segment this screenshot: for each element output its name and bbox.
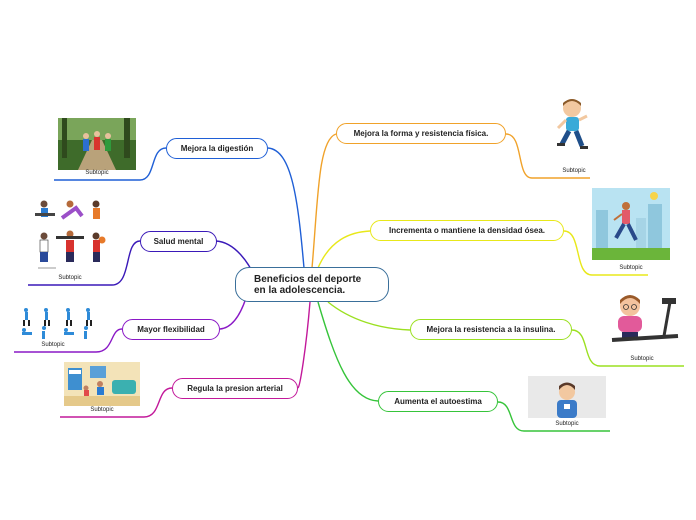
connector-right-1 xyxy=(311,133,337,269)
sub-link-right-2 xyxy=(563,230,648,276)
subtopic-label-right-4[interactable]: Subtopic xyxy=(555,421,579,427)
woman-running-city-illustration xyxy=(592,188,670,260)
connector-right-4 xyxy=(317,301,379,402)
sub-link-right-4 xyxy=(497,401,610,432)
sub-link-right-3 xyxy=(571,329,684,367)
connector-right-3 xyxy=(327,301,411,331)
connector-left-3 xyxy=(219,297,247,330)
subtopic-label-left-3[interactable]: Subtopic xyxy=(41,342,65,348)
subtopic-label-left-4[interactable]: Subtopic xyxy=(90,407,114,413)
central-topic-line1: Beneficios del deporte xyxy=(254,273,362,285)
topic-resistencia-insulina[interactable]: Mejora la resistencia a la insulina. xyxy=(410,319,572,340)
topic-aumenta-el-autoestima[interactable]: Aumenta el autoestima xyxy=(378,391,498,412)
topic-mejora-la-forma[interactable]: Mejora la forma y resistencia física. xyxy=(336,123,506,144)
connector-right-2 xyxy=(317,230,371,269)
subtopic-label-right-1[interactable]: Subtopic xyxy=(562,168,586,174)
girl-treadmill-illustration xyxy=(604,292,686,354)
central-topic[interactable]: Beneficios del deporte en la adolescenci… xyxy=(235,267,389,302)
people-exercising-illustration xyxy=(32,196,110,272)
topic-mayor-flexibilidad[interactable]: Mayor flexibilidad xyxy=(122,319,220,340)
running-boy-illustration xyxy=(554,96,592,156)
subtopic-label-right-2[interactable]: Subtopic xyxy=(619,265,643,271)
subtopic-label-right-3[interactable]: Subtopic xyxy=(630,356,654,362)
central-topic-line2: en la adolescencia. xyxy=(254,284,346,296)
subtopic-label-left-2[interactable]: Subtopic xyxy=(58,275,82,281)
sub-link-left-2 xyxy=(28,240,141,286)
topic-densidad-osea[interactable]: Incrementa o mantiene la densidad ósea. xyxy=(370,220,564,241)
topic-mejora-la-digestion[interactable]: Mejora la digestión xyxy=(166,138,268,159)
sub-link-left-1 xyxy=(54,147,167,181)
runners-forest-photo xyxy=(58,118,136,170)
connector-left-4 xyxy=(297,301,311,389)
topic-regula-la-presion-arterial[interactable]: Regula la presion arterial xyxy=(172,378,298,399)
sub-link-right-1 xyxy=(505,133,590,179)
sub-link-left-3 xyxy=(14,328,123,353)
topic-salud-mental[interactable]: Salud mental xyxy=(140,231,217,252)
living-room-exercise-illustration xyxy=(64,362,140,406)
subtopic-label-left-1[interactable]: Subtopic xyxy=(85,170,109,176)
connector-left-1 xyxy=(267,147,305,269)
sub-link-left-4 xyxy=(60,387,173,418)
man-portrait-illustration xyxy=(528,376,606,418)
stretching-figures-illustration xyxy=(16,306,98,342)
